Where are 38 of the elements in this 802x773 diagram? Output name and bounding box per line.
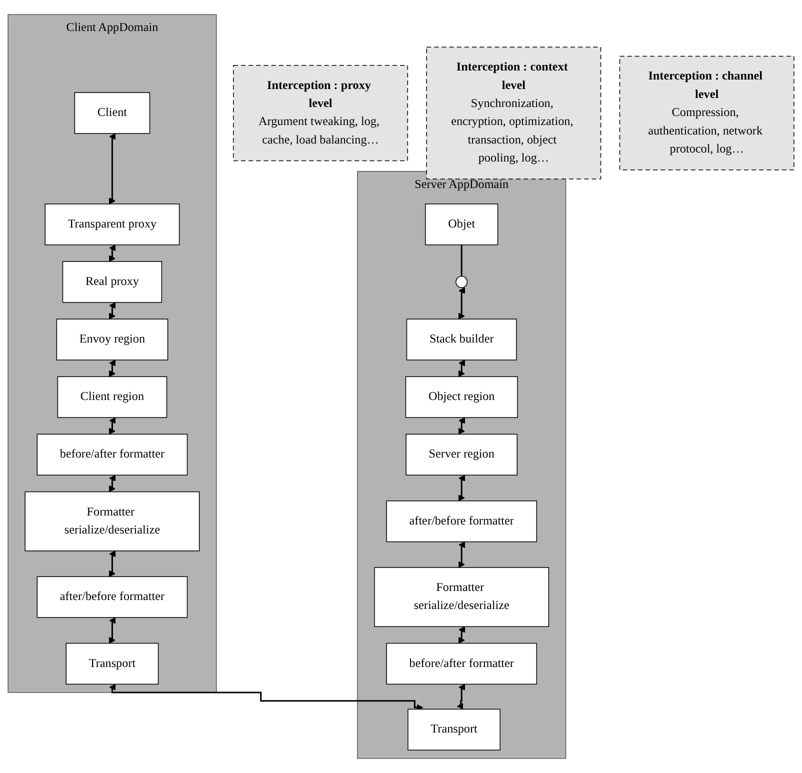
node-box: Transparent proxy bbox=[44, 204, 180, 246]
node-box: Stack builder bbox=[406, 318, 517, 360]
arrow bbox=[458, 288, 465, 320]
node-box: Real proxy bbox=[62, 261, 162, 303]
arrow bbox=[458, 360, 465, 377]
arrow bbox=[456, 684, 465, 710]
node-box: Client bbox=[74, 92, 150, 134]
node-box: before/after formatter bbox=[386, 642, 538, 685]
arrow bbox=[458, 542, 465, 568]
arrow bbox=[458, 418, 465, 435]
node-box: Interception : proxy level Argument tweaking, log, cache, load balancing… bbox=[233, 64, 408, 162]
arrow bbox=[458, 626, 465, 644]
node-box: Objet bbox=[425, 204, 498, 246]
node-box: Envoy region bbox=[56, 318, 168, 360]
node-circle bbox=[456, 276, 468, 288]
node-box: after/before formatter bbox=[386, 500, 538, 542]
arrow bbox=[108, 550, 116, 577]
arrow bbox=[108, 134, 116, 204]
node-box: Interception : channel level Compression, authentication, network protocol, log… bbox=[619, 56, 794, 170]
node-box: Formatter serialize/deserialize bbox=[374, 567, 550, 627]
arrow bbox=[108, 618, 116, 644]
node-box: Client region bbox=[57, 376, 168, 418]
connector bbox=[460, 244, 462, 278]
node-box: before/after formatter bbox=[36, 434, 188, 476]
arrow bbox=[108, 302, 116, 320]
node-box: Interception : context level Synchronization, encryption, optimization, transaction, object pooling, log… bbox=[426, 46, 602, 180]
arrow bbox=[108, 360, 116, 377]
node-box: Object region bbox=[405, 376, 518, 418]
arrow bbox=[458, 475, 465, 502]
arrow bbox=[108, 684, 424, 711]
node-box: Formatter serialize/deserialize bbox=[24, 491, 200, 552]
node-box: Server region bbox=[406, 434, 518, 476]
arrow bbox=[108, 418, 116, 435]
node-box: Transport bbox=[66, 642, 159, 685]
node-box: Transport bbox=[408, 708, 500, 750]
arrow bbox=[108, 475, 116, 492]
node-box: after/before formatter bbox=[36, 576, 188, 618]
arrow bbox=[108, 244, 116, 262]
